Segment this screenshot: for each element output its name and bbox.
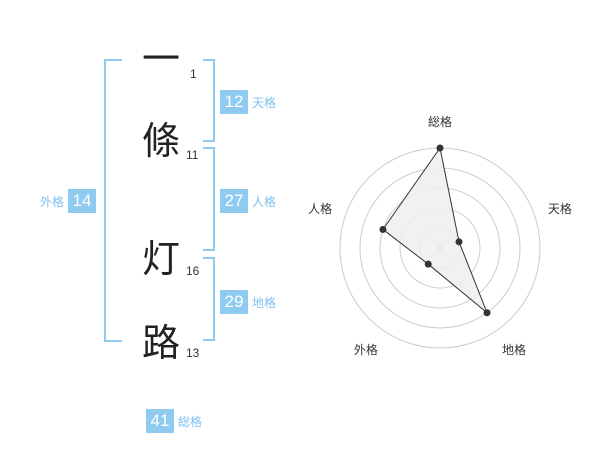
chikaku-value: 29 [220,290,248,314]
name-char-4: 路 [141,321,180,365]
gaikaku-badge: 外格 14 [40,189,97,213]
soukaku-badge: 41 総格 [146,409,202,433]
tenkaku-label: 天格 [252,95,277,110]
jinkaku-value: 27 [220,189,248,213]
radar-area [382,146,488,314]
stroke-count-4: 13 [186,346,200,360]
tenkaku-bracket [203,59,215,142]
radar-point-2 [455,238,463,246]
chikaku-label: 地格 [252,295,277,310]
stroke-count-3: 16 [186,264,200,278]
jinkaku-badge: 27 人格 [220,189,276,213]
tenkaku-badge: 12 天格 [220,90,276,114]
radar-axis-label-1: 総格 [428,114,452,129]
soukaku-label: 総格 [178,414,203,429]
gaikaku-label: 外格 [40,194,65,209]
name-char-1: 一 [141,37,180,81]
jinkaku-label: 人格 [252,194,277,209]
radar-axis-label-4: 外格 [354,342,378,357]
soukaku-value: 41 [146,409,174,433]
chikaku-bracket [203,257,215,341]
radar-axis-label-2: 天格 [548,201,572,216]
gaikaku-value: 14 [68,189,97,213]
chikaku-badge: 29 地格 [220,290,276,314]
stroke-count-1: 1 [190,67,197,81]
radar-axis-label-3: 地格 [502,342,526,357]
stroke-count-2: 11 [186,148,199,162]
jinkaku-bracket [203,147,215,251]
name-char-2: 條 [141,119,180,163]
radar-point-5 [379,225,387,233]
radar-point-1 [436,144,444,152]
radar-point-3 [483,309,491,317]
radar-point-4 [424,260,432,268]
outer-bracket [104,59,122,342]
radar-points [379,144,491,317]
tenkaku-value: 12 [220,90,248,114]
name-char-3: 灯 [141,237,180,281]
radar-axis-label-5: 人格 [308,201,332,216]
